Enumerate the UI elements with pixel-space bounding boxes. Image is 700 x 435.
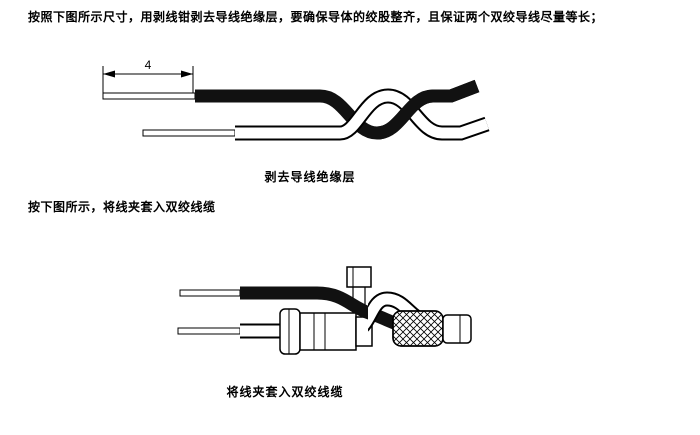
figure2-caption: 将线夹套入双绞线缆 [226,385,344,399]
braid-sleeve [392,310,444,347]
instruction-line-1: 按照下图所示尺寸，用剥线钳剥去导线绝缘层，要确保导体的绞股整齐，且保证两个双绞导… [28,10,604,24]
black-wire-over-crossing [376,79,480,140]
bottom-bare-conductor [177,327,241,335]
top-bare-conductor [102,92,196,100]
dimension-value: 4 [145,58,152,72]
figure1-caption: 剥去导线绝缘层 [264,170,356,184]
instruction-line-2: 按下图所示，将线夹套入双绞线缆 [28,200,216,214]
clamp-tab [346,266,372,288]
bottom-bare-conductor [142,129,236,137]
end-cap [442,314,472,344]
stripped-twisted-pair-diagram: 4 [102,58,490,141]
clamp-body [279,308,373,355]
white-wire [235,88,490,141]
top-bare-conductor [179,289,241,297]
wire-clamp-assembly-diagram [177,266,472,355]
